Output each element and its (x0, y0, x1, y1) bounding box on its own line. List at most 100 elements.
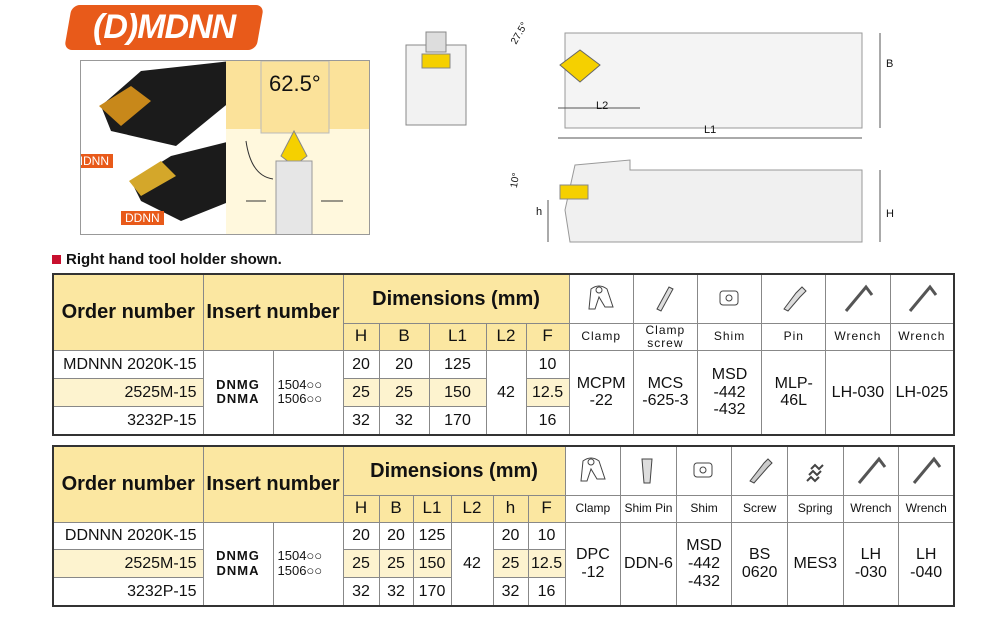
dim-col-l1: L1 (412, 494, 452, 523)
dim-col-f: F (525, 322, 570, 351)
accessory-part-number: MCPM -22 (568, 349, 634, 436)
dimensions-header: Dimensions (mm) (342, 445, 566, 496)
insert-types: DNMG DNMA (202, 349, 274, 436)
accessory-label-text: Wrench (898, 329, 946, 344)
accessory-part-number: LH -040 (898, 521, 955, 607)
clamp-screw-icon (656, 286, 675, 312)
dim-l2: 42 (485, 349, 527, 436)
accessory-label-text: Wrench (850, 500, 892, 515)
dim-col-h-text: H (354, 498, 368, 518)
shim-pin-icon (620, 445, 677, 496)
accessory-label: Shim (696, 322, 763, 351)
dim-f-text: 12.5 (531, 383, 564, 401)
dim-col-h-text: h (505, 498, 516, 518)
dim-h: 32 (492, 577, 529, 607)
accessory-label: Clamp (564, 494, 622, 523)
dim-h-text: 32 (501, 582, 520, 600)
accessory-part-number: MCS -625-3 (632, 349, 698, 436)
wrench-icon (825, 273, 891, 324)
dim-l1-text: 125 (418, 527, 446, 545)
dim-f: 16 (527, 577, 566, 607)
order-number: 3232P-15 (52, 577, 204, 607)
bullet-square-icon (52, 255, 61, 264)
accessory-label-text: Shim (690, 500, 718, 515)
accessory-part-number-text: MLP-46L (774, 374, 813, 410)
accessory-part-number-text: LH-030 (831, 383, 885, 401)
dim-b: 25 (378, 549, 414, 578)
dim-col-l1: L1 (428, 322, 487, 351)
dim-col-l2: L2 (485, 322, 527, 351)
ddnn-label: DDNN (121, 211, 164, 225)
order-number: DDNNN 2020K-15 (52, 521, 204, 551)
dim-f: 12.5 (525, 377, 570, 407)
dim-col-h: h (492, 494, 529, 523)
dim-h-text: 32 (352, 582, 370, 600)
wrench-icon (842, 445, 900, 496)
insert-types-text: DNMG DNMA (216, 377, 260, 407)
accessory-part-number: BS 0620 (731, 521, 788, 607)
order-number-text: MDNNN 2020K-15 (63, 355, 197, 373)
accessory-part-number-text: DPC -12 (575, 546, 610, 581)
accessory-part-number: MSD -442 -432 (696, 349, 763, 436)
order-number: 3232P-15 (52, 405, 204, 436)
screw-icon (748, 458, 773, 484)
dimensions-header-text: Dimensions (mm) (372, 287, 540, 310)
dim-h: 25 (492, 549, 529, 578)
dim-f-text: 12.5 (530, 554, 563, 572)
dim-b: 32 (378, 577, 414, 607)
order-number-text: 3232P-15 (127, 411, 197, 429)
accessory-part-number-text: MCS -625-3 (642, 374, 689, 410)
accessory-label-text: Clamp (581, 329, 622, 344)
clamp-icon (580, 457, 606, 482)
dim-col-l1-text: L1 (448, 326, 467, 346)
accessory-part-number: LH-030 (825, 349, 891, 436)
screw-icon (731, 445, 788, 496)
pin-icon (761, 273, 827, 324)
accessory-label: Wrench (898, 494, 955, 523)
insert-sizes: 1504○○ 1506○○ (272, 349, 344, 436)
dim-b: 20 (378, 349, 430, 379)
accessory-part-number-text: LH -040 (910, 546, 943, 581)
accessory-part-number: MSD -442 -432 (675, 521, 733, 607)
accessory-part-number: LH-025 (889, 349, 955, 436)
insert-types-text: DNMG DNMA (216, 548, 260, 578)
insert-sizes-text: 1504○○ 1506○○ (277, 377, 323, 407)
clamp-icon (588, 285, 614, 310)
dim-col-f-text: F (541, 498, 552, 518)
clamp-icon (568, 273, 634, 324)
technical-drawings (405, 31, 881, 243)
accessory-part-number-text: DDN-6 (624, 554, 673, 572)
accessory-label-text: Screw (742, 500, 777, 515)
spring-icon (806, 463, 824, 483)
dim-h-text: 20 (352, 355, 370, 373)
dim-h-text: 32 (352, 411, 370, 429)
shim-icon (693, 462, 713, 478)
dim-b-label: B (886, 58, 894, 70)
dim-col-f-text: F (542, 326, 553, 346)
insert-types: DNMG DNMA (202, 521, 274, 607)
dim-h: 20 (342, 521, 380, 551)
accessory-label: Spring (786, 494, 844, 523)
dim-h: 20 (342, 349, 380, 379)
dim-col-h-text: H (354, 326, 368, 346)
dim-col-l2-text: L2 (462, 498, 482, 518)
accessory-label: Clamp screw (632, 322, 698, 351)
dim-l1: 150 (412, 549, 452, 578)
order-number-text: 2525M-15 (124, 554, 197, 572)
pin-icon (782, 286, 807, 312)
tool-holder-photos (99, 61, 369, 234)
order-number-header-text: Order number (61, 473, 195, 496)
dim-col-h: H (342, 494, 380, 523)
accessory-label: Shim (675, 494, 733, 523)
dim-h-text: 20 (352, 527, 370, 545)
dim-b-text: 25 (395, 383, 413, 401)
dim-f-text: 16 (538, 411, 557, 429)
order-number: 2525M-15 (52, 549, 204, 578)
dim-col-l2: L2 (450, 494, 494, 523)
accessory-part-number-text: MES3 (793, 554, 838, 572)
dim-f-text: 16 (537, 582, 556, 600)
dim-h: 32 (342, 405, 380, 436)
order-number-header-text: Order number (61, 301, 195, 324)
